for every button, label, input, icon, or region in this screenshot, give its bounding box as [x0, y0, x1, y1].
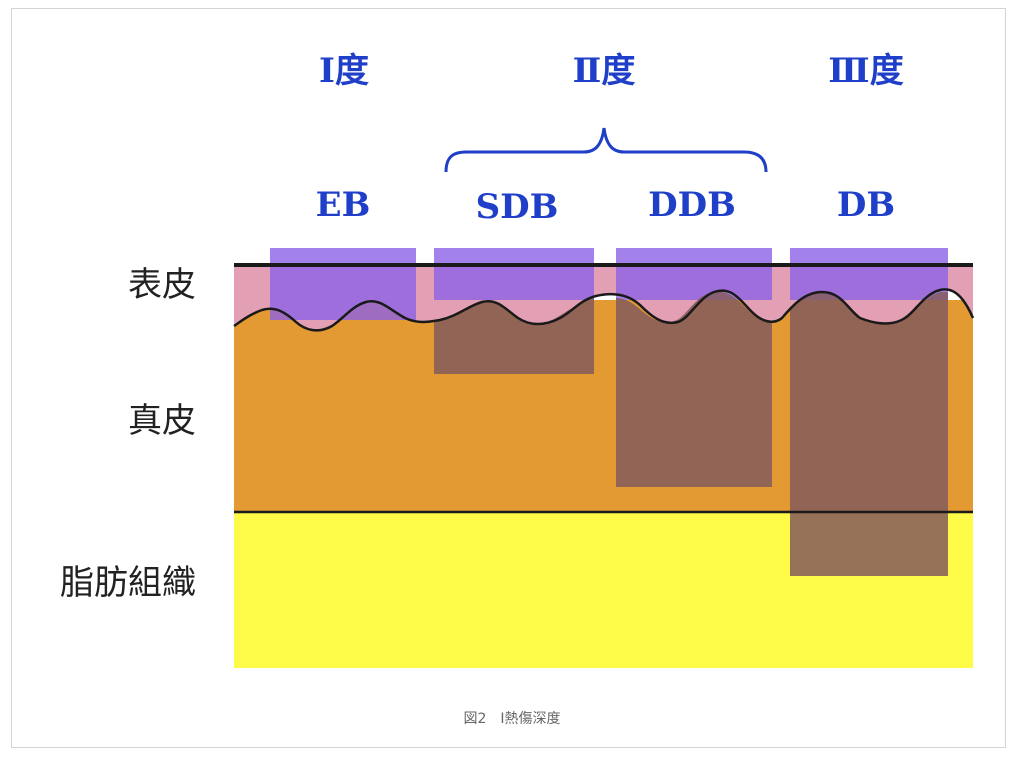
ddb-overlay-top [616, 248, 772, 300]
eb-overlay [270, 248, 416, 320]
figure-caption: 図2 Ⅰ熱傷深度 [463, 711, 561, 727]
sdb-overlay-deep [434, 298, 594, 374]
dermal-epidermal-boundary [233, 288, 975, 332]
degree-label-second: Ⅱ度 [573, 51, 636, 91]
degree-label-third: Ⅲ度 [828, 51, 903, 91]
burn-type-label-sdb: SDB [476, 187, 559, 227]
layer-label-fat: 脂肪組織 [60, 563, 196, 603]
db-overlay-deep [790, 292, 948, 576]
burn-type-label-db: DB [837, 185, 895, 225]
epidermis-layer [234, 264, 973, 331]
burn-type-label-eb: EB [316, 185, 371, 225]
layer-label-epidermis: 表皮 [128, 265, 196, 305]
ddb-overlay-deep [616, 291, 772, 487]
degree-label-first: Ⅰ度 [319, 51, 369, 91]
layer-label-dermis: 真皮 [128, 401, 196, 441]
second-degree-brace [444, 127, 768, 173]
burn-type-label-ddb: DDB [648, 185, 736, 225]
sdb-overlay-top [434, 248, 594, 300]
